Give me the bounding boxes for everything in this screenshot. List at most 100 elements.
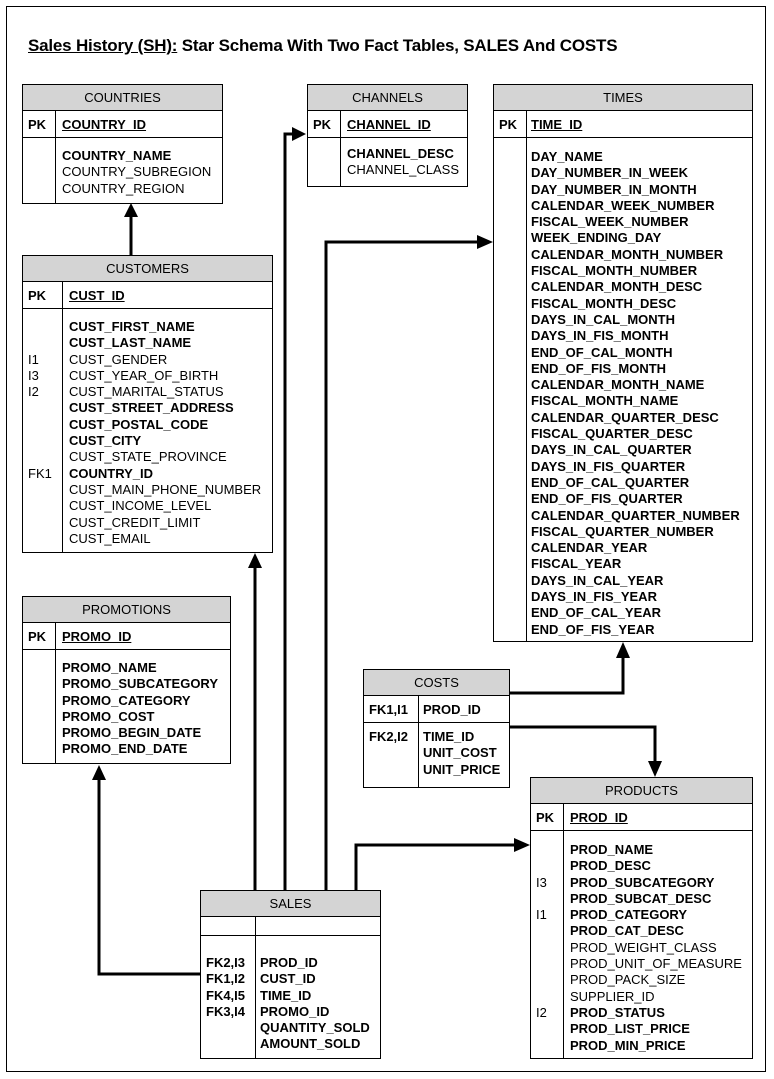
arrow-sales-to-channels	[283, 132, 296, 890]
table-header: SALES	[201, 891, 380, 917]
column-name: FISCAL_QUARTER_DESC	[531, 426, 693, 442]
column-name: AMOUNT_SOLD	[260, 1036, 361, 1052]
column-name: DAYS_IN_FIS_MONTH	[531, 328, 669, 344]
primary-key-row	[201, 917, 380, 936]
table-header: COSTS	[364, 670, 509, 696]
column-key	[28, 417, 52, 433]
arrow-sales-to-products	[354, 843, 516, 890]
primary-key-row: PK COUNTRY_ID	[23, 111, 222, 138]
column-name: CUST_STREET_ADDRESS	[69, 400, 234, 416]
table-header: COUNTRIES	[23, 85, 222, 111]
column-name: CALENDAR_QUARTER_NUMBER	[531, 507, 740, 523]
column-name: END_OF_FIS_YEAR	[531, 621, 655, 637]
title-rest: Star Schema With Two Fact Tables, SALES …	[177, 36, 618, 55]
column-name: CUST_ID	[260, 971, 316, 987]
column-name: TIME_ID	[260, 987, 312, 1003]
column-key	[206, 1036, 245, 1052]
column-key	[28, 482, 52, 498]
column-key	[369, 762, 408, 778]
column-name: CUST_INCOME_LEVEL	[69, 498, 212, 514]
column-key	[536, 989, 547, 1005]
column-name: CUST_MAIN_PHONE_NUMBER	[69, 481, 262, 497]
column-key: I2	[536, 1004, 547, 1020]
arrowhead-channels	[292, 127, 306, 141]
column-name: END_OF_CAL_YEAR	[531, 605, 662, 621]
column-key	[28, 400, 52, 416]
column-name: CUST_POSTAL_CODE	[69, 416, 209, 432]
primary-key-column: PROD_ID	[423, 702, 481, 717]
column-name: DAY_NAME	[531, 149, 603, 164]
column-name: CALENDAR_YEAR	[531, 540, 648, 556]
column-key: I3	[28, 367, 39, 383]
arrow-sales-to-promotions	[97, 778, 200, 976]
key-label: PK	[28, 288, 47, 303]
arrowhead-promotions	[92, 765, 106, 780]
column-name: CALENDAR_MONTH_NAME	[531, 377, 705, 393]
column-name: PROD_STATUS	[570, 1004, 665, 1020]
table-header: CUSTOMERS	[23, 256, 272, 282]
column-name: CALENDAR_MONTH_DESC	[531, 279, 703, 295]
column-name: PROMO_COST	[62, 708, 155, 724]
column-name: PROMO_NAME	[62, 660, 157, 675]
column-key: I1	[28, 351, 39, 367]
column-name: PROMO_CATEGORY	[62, 692, 191, 708]
column-name: PROD_SUBCAT_DESC	[570, 890, 712, 906]
table-header: PROMOTIONS	[23, 597, 230, 623]
column-key: I2	[28, 384, 39, 400]
column-name: DAYS_IN_CAL_QUARTER	[531, 442, 692, 458]
column-key	[28, 449, 52, 465]
column-name: DAYS_IN_CAL_YEAR	[531, 572, 664, 588]
diagram-title: Sales History (SH): Star Schema With Two…	[28, 36, 618, 56]
column-name: COUNTRY_ID	[69, 465, 154, 481]
primary-key-column: PROMO_ID	[62, 629, 132, 644]
column-name: CHANNEL_DESC	[347, 146, 454, 161]
arrow-costs-to-times	[510, 656, 625, 695]
column-name: UNIT_COST	[423, 745, 497, 761]
column-name: PROMO_BEGIN_DATE	[62, 725, 202, 741]
column-name: CUST_LAST_NAME	[69, 335, 192, 351]
column-key: FK1,I2	[206, 971, 246, 987]
column-name: CUST_MARITAL_STATUS	[69, 384, 224, 400]
column-name: DAY_NUMBER_IN_WEEK	[531, 165, 688, 181]
column-name: PROD_DESC	[570, 858, 651, 874]
column-name: DAYS_IN_FIS_QUARTER	[531, 458, 686, 474]
column-key	[536, 1038, 547, 1054]
column-name: SUPPLIER_ID	[570, 988, 655, 1004]
arrow-costs-to-products	[510, 725, 657, 762]
arrowhead-times-from-costs	[616, 642, 630, 658]
primary-key-column: CHANNEL_ID	[347, 117, 431, 132]
column-name: CUST_STATE_PROVINCE	[69, 449, 227, 465]
column-name: CALENDAR_QUARTER_DESC	[531, 409, 719, 425]
column-key: FK1	[28, 465, 52, 481]
column-name: COUNTRY_SUBREGION	[62, 164, 212, 180]
column-key	[536, 1021, 547, 1037]
column-name: CALENDAR_WEEK_NUMBER	[531, 197, 715, 213]
column-key	[536, 972, 547, 988]
column-name: COUNTRY_REGION	[62, 180, 185, 196]
column-name: PROD_LIST_PRICE	[570, 1021, 690, 1037]
column-name: PROMO_END_DATE	[62, 741, 188, 757]
column-name: COUNTRY_NAME	[62, 148, 172, 163]
column-name: TIME_ID	[423, 729, 475, 744]
primary-key-row: FK1,I1 PROD_ID	[364, 696, 509, 723]
column-name: FISCAL_MONTH_NUMBER	[531, 263, 698, 279]
table-header: PRODUCTS	[531, 778, 752, 804]
column-key: FK4,I5	[206, 987, 246, 1003]
column-name: PROD_CAT_DESC	[570, 923, 684, 939]
arrowhead-countries	[124, 203, 138, 217]
column-key	[28, 515, 52, 531]
column-name: WEEK_ENDING_DAY	[531, 230, 662, 246]
key-label: PK	[28, 629, 47, 644]
column-name: FISCAL_YEAR	[531, 556, 622, 572]
arrowhead-times	[477, 235, 493, 249]
column-name: CHANNEL_CLASS	[347, 162, 459, 178]
